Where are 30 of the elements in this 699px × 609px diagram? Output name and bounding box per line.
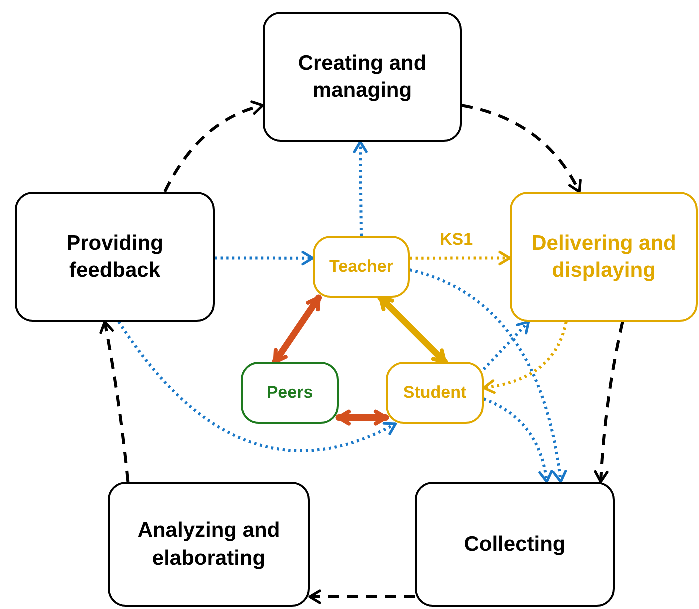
arrow [215, 251, 314, 266]
arrow [482, 320, 530, 370]
arrow [410, 268, 567, 484]
actor-box [313, 236, 410, 298]
actor-box [241, 362, 339, 424]
process-box [108, 482, 310, 607]
arrow [462, 104, 582, 194]
node-label: Providing feedback [66, 230, 164, 284]
arrow [410, 251, 512, 266]
double-arrow [336, 410, 390, 426]
process-box [510, 192, 698, 322]
node-label: Student [403, 382, 467, 404]
process-box [415, 482, 615, 607]
arrow [118, 321, 398, 452]
arrow [483, 398, 553, 484]
node-label: Analyzing and elaborating [136, 518, 282, 572]
arrow [164, 101, 264, 193]
process-box [263, 12, 462, 142]
node-label: Creating and managing [297, 50, 428, 104]
arrow [353, 140, 368, 236]
process-box [15, 192, 215, 322]
node-label: Collecting [464, 532, 566, 558]
arrow [308, 590, 415, 604]
actor-box [386, 362, 484, 424]
arrow [482, 322, 568, 394]
node-label: Teacher [330, 256, 394, 278]
node-label: Peers [266, 382, 314, 404]
arrow [594, 322, 624, 484]
node-label: Delivering and displaying [530, 230, 678, 284]
arrow [100, 320, 130, 482]
